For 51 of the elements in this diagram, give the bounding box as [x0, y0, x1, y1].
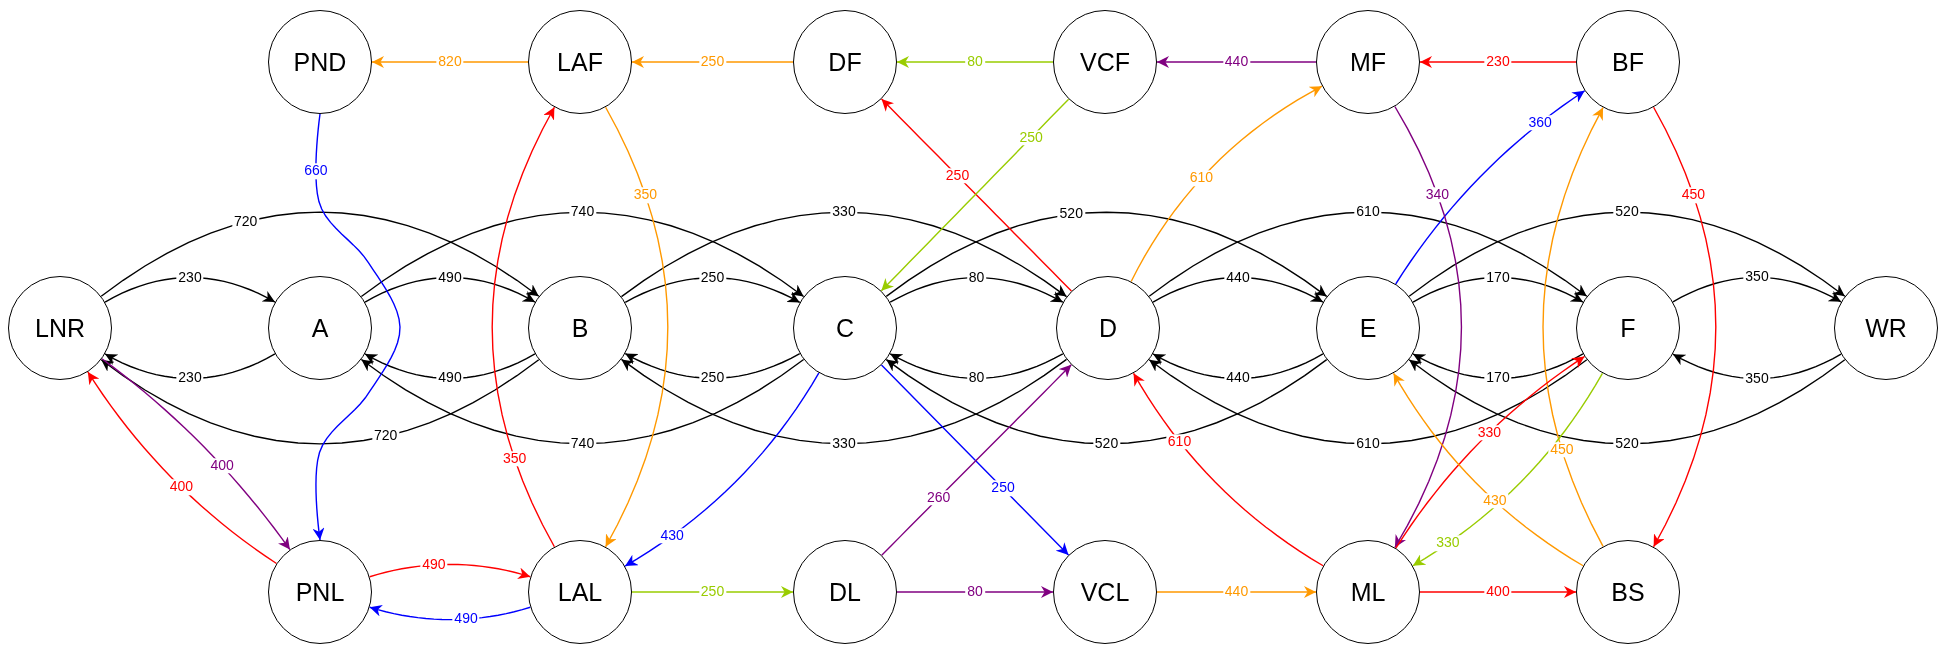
arrow [1395, 355, 1586, 549]
arrow [896, 56, 1054, 68]
edge-label: 360 [1526, 115, 1554, 131]
arrow [1652, 106, 1717, 548]
arrow [1395, 90, 1586, 285]
arrow [604, 106, 669, 548]
edge-label: 400 [208, 458, 236, 474]
edge-label: 450 [1548, 442, 1576, 458]
arrow [100, 211, 540, 297]
arrow [1132, 372, 1324, 567]
arrow [101, 358, 291, 551]
arrow [1542, 106, 1604, 548]
edge-label: 400 [167, 479, 196, 496]
arrow [896, 586, 1054, 598]
arrow [1394, 105, 1463, 549]
edge-label: 720 [231, 214, 260, 230]
arrow [312, 113, 401, 541]
arrow [620, 358, 1068, 445]
arrow [889, 353, 1064, 380]
arrow [1392, 372, 1584, 567]
arrow [360, 358, 805, 445]
edge-label: 330 [1475, 424, 1504, 441]
arrow [885, 211, 1328, 298]
edge-label: 260 [924, 490, 953, 506]
arrow [491, 106, 556, 548]
arrow [1408, 211, 1846, 297]
arrow [360, 211, 805, 298]
edge-label: 450 [1679, 187, 1708, 203]
edge-label: 430 [1481, 493, 1509, 509]
arrow [620, 211, 1068, 298]
edge-label: 250 [989, 480, 1017, 497]
edge-label: 430 [658, 528, 686, 544]
arrow [889, 276, 1064, 303]
edge-label: 350 [631, 187, 660, 203]
arrow [1419, 586, 1577, 598]
arrow [100, 359, 540, 445]
edge-label: 250 [943, 168, 972, 184]
arrow [624, 372, 820, 567]
edge-label: 250 [1017, 129, 1045, 146]
edge-label: 340 [1423, 187, 1452, 203]
arrow [1408, 359, 1846, 445]
arrow [885, 358, 1328, 445]
arrow [1148, 211, 1588, 297]
edge-label: 610 [1187, 170, 1216, 187]
arrow [1148, 359, 1588, 445]
edge-label: 350 [500, 451, 529, 467]
edge-label: 660 [302, 163, 330, 180]
edge-label: 330 [1434, 535, 1462, 552]
arrow [87, 371, 278, 565]
edge-label: 610 [1165, 434, 1194, 450]
arrow [1130, 85, 1323, 283]
